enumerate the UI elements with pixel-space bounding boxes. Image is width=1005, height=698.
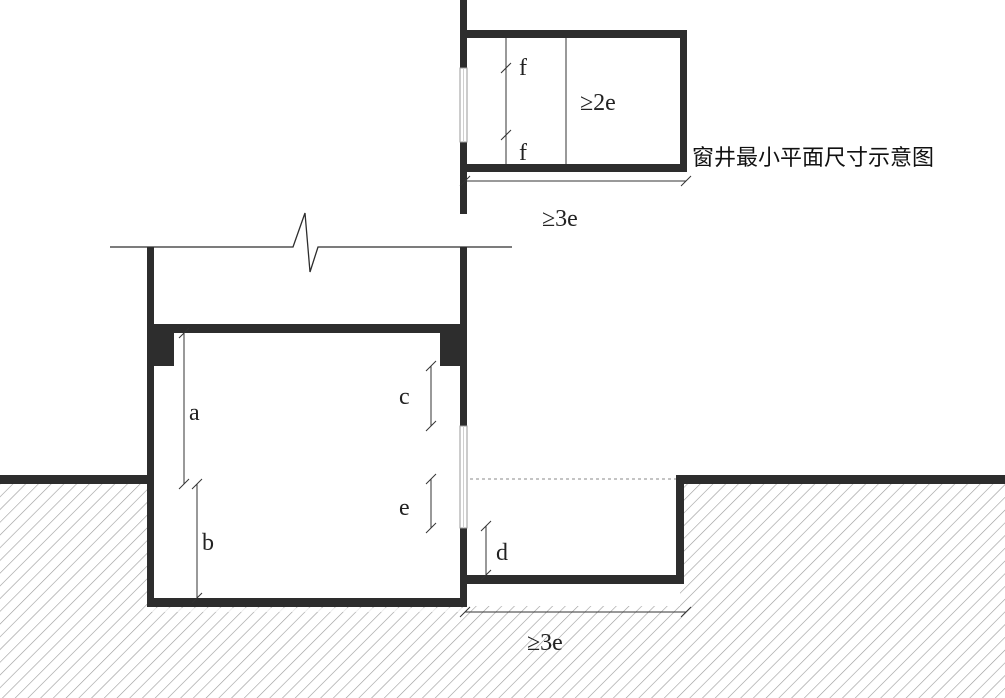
basement-walls <box>147 247 467 607</box>
label-b: b <box>202 530 214 556</box>
label-d: d <box>496 540 508 566</box>
label-f-top: f <box>519 55 527 81</box>
soil-hatching <box>0 484 1005 698</box>
diagram-title: 窗井最小平面尺寸示意图 <box>692 146 934 171</box>
plan-dimensions <box>459 38 692 187</box>
window-well-section <box>467 475 684 584</box>
ground-lines <box>0 475 1005 484</box>
section-dimensions <box>178 327 692 618</box>
label-c: c <box>399 384 410 410</box>
label-f-bottom: f <box>519 140 527 166</box>
break-line <box>110 212 512 273</box>
label-section-depth: ≥3e <box>527 630 563 656</box>
label-e: e <box>399 495 410 521</box>
label-a: a <box>189 400 200 426</box>
plan-view <box>459 0 687 214</box>
label-plan-depth: ≥3e <box>542 206 578 232</box>
label-plan-width: ≥2e <box>580 90 616 116</box>
section-window <box>459 425 468 529</box>
